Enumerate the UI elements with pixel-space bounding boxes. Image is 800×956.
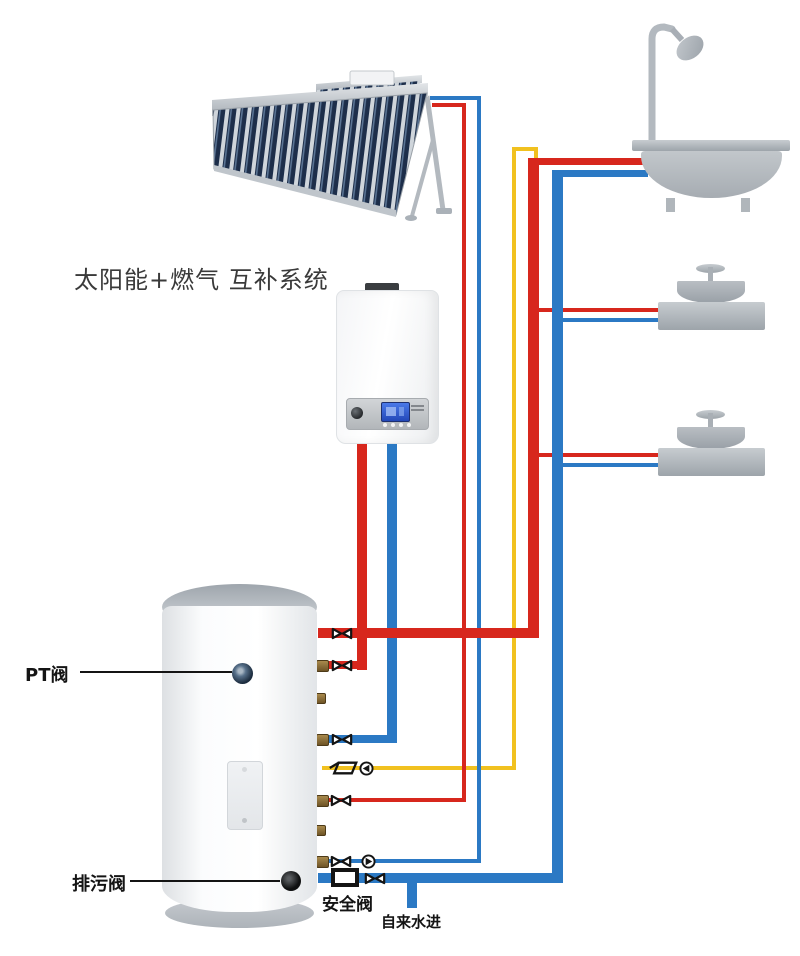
pipe-circulation-horizontal-bottom [322, 766, 516, 770]
bathtub-leg [666, 198, 675, 212]
boiler-button [407, 423, 411, 427]
pipe-hot-main-horizontal [318, 628, 539, 638]
pipe-solar-cold-vertical [477, 96, 481, 863]
boiler-flue-icon [365, 283, 399, 292]
pipe-tank-boiler-cold [324, 735, 397, 743]
shutoff-valve-icon [330, 855, 352, 868]
shower-neck [669, 26, 685, 43]
shower-head [676, 35, 704, 61]
pipe-faucet2-cold [557, 463, 660, 467]
solar-collector [212, 70, 452, 221]
pipe-solar-hot-horizontal [432, 103, 466, 107]
drain-valve-label: 排污阀 [72, 874, 126, 895]
pipe-bathtub-hot [528, 158, 648, 165]
pt-valve-label: PT阀 [25, 665, 69, 686]
pipe-solar-hot-vertical [462, 103, 466, 802]
pipe-tank-to-solar [328, 859, 481, 863]
shower-icon [648, 23, 704, 147]
shutoff-valve-icon [330, 794, 352, 807]
pipe-circulation-join-stub [534, 149, 538, 160]
boiler-display [381, 402, 410, 422]
boiler-knob [351, 407, 363, 419]
shutoff-valve-icon [364, 872, 386, 885]
boiler-control-panel [346, 398, 429, 430]
basin-counter [658, 302, 765, 330]
shower-pipe [648, 23, 676, 147]
collector-foot [405, 215, 417, 221]
panel-print [411, 409, 424, 411]
pipe-boiler-cold-vertical [387, 436, 397, 743]
faucet-stem [708, 267, 713, 285]
pipe-solar-cold-horizontal [430, 96, 481, 100]
pt-valve-indicator [232, 663, 253, 684]
drain-valve-leader-line [130, 880, 280, 882]
pipe-cold-main-horizontal [318, 873, 563, 883]
shutoff-valve-icon [331, 659, 353, 672]
pipe-faucet2-hot [534, 453, 660, 457]
panel-screw-icon [242, 818, 247, 823]
pipe-solar-hot-to-tank [328, 798, 466, 802]
check-valve-icon [328, 759, 358, 777]
drain-valve-indicator [281, 871, 301, 891]
basin-bowl [677, 281, 745, 303]
panel-print [411, 405, 424, 407]
pipe-faucet1-cold [557, 318, 660, 322]
tank-access-panel [227, 761, 263, 830]
pipe-boiler-hot-vertical [357, 436, 367, 670]
boiler-button [391, 423, 395, 427]
system-title: 太阳能+燃气 互补系统 [74, 266, 329, 294]
faucet-stem [708, 413, 713, 431]
collector-leg [410, 139, 435, 217]
boiler-button [399, 423, 403, 427]
collector-foot [436, 208, 452, 214]
display-segment [386, 407, 396, 416]
safety-valve-label: 安全阀 [322, 895, 373, 915]
bathtub-leg [741, 198, 750, 212]
pipe-water-inlet-stub [407, 878, 417, 908]
bathtub [641, 151, 782, 198]
collector-leg [424, 95, 446, 211]
pipe-cold-riser [552, 170, 563, 883]
pipe-circulation-horizontal-top [512, 147, 538, 151]
pipe-circulation-vertical [512, 147, 516, 770]
pipe-hot-riser [528, 158, 539, 638]
basin-faucet [658, 410, 765, 476]
boiler-button [383, 423, 387, 427]
tank-fitting-icon [316, 734, 329, 746]
tank-fitting-icon [316, 660, 329, 672]
pipe-bathtub-cold [552, 170, 648, 177]
pt-valve-leader-line [80, 671, 232, 673]
shutoff-valve-icon [331, 627, 353, 640]
basin-faucet [658, 264, 765, 330]
display-segment [399, 407, 404, 416]
tank-fitting-icon [316, 795, 329, 807]
shutoff-valve-icon [331, 733, 353, 746]
pump-icon [361, 854, 376, 869]
gas-boiler [336, 283, 439, 444]
bathtub-rim [632, 140, 790, 151]
pipe-faucet1-hot [534, 308, 660, 312]
pump-icon [359, 761, 374, 776]
safety-valve-icon [331, 868, 359, 887]
tank-fitting-icon [316, 856, 329, 868]
collector-bottom-rail [214, 165, 396, 217]
basin-counter [658, 448, 765, 476]
panel-screw-icon [242, 767, 247, 772]
collector-header-box [349, 70, 395, 86]
water-inlet-label: 自来水进 [381, 913, 442, 931]
basin-bowl [677, 427, 745, 449]
water-tank [162, 606, 317, 912]
